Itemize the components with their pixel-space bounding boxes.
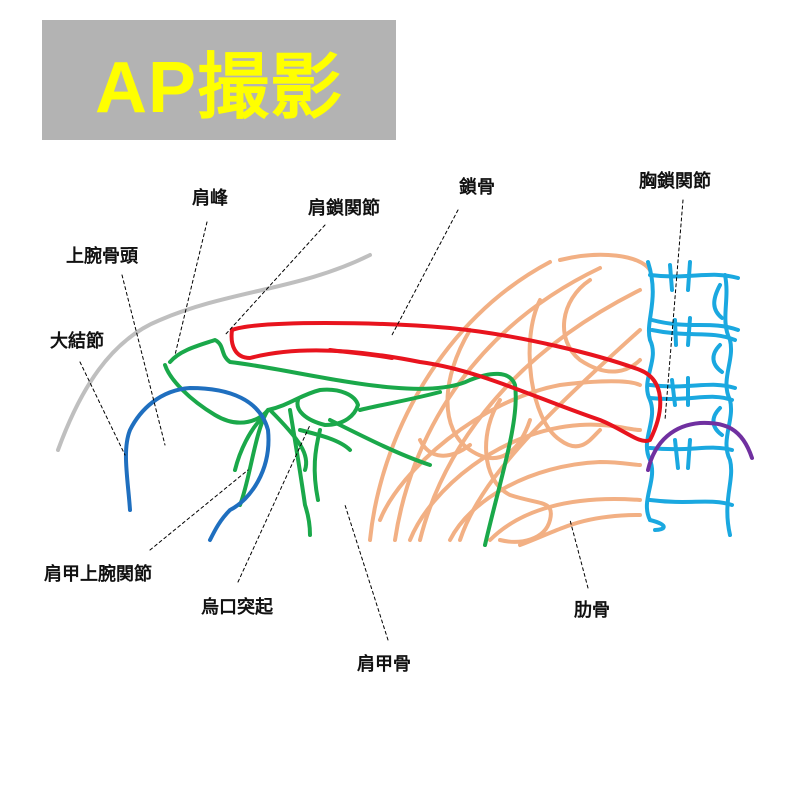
label-coracoid: 烏口突起	[201, 597, 273, 618]
label-acromion: 肩峰	[192, 188, 228, 209]
ribs	[368, 252, 652, 547]
sternoclavicular-joint	[646, 420, 754, 472]
label-ac-joint: 肩鎖関節	[308, 198, 380, 219]
label-clavicle: 鎖骨	[459, 177, 495, 198]
label-sc-joint: 胸鎖関節	[639, 171, 711, 192]
clavicle	[229, 321, 663, 443]
label-ribs: 肋骨	[574, 600, 610, 621]
label-glenohumeral-joint: 肩甲上腕関節	[44, 564, 152, 585]
spine	[644, 260, 740, 537]
title: AP撮影	[94, 47, 344, 128]
shoulder-outline	[56, 253, 372, 452]
label-humeral-head: 上腕骨頭	[66, 246, 138, 267]
label-greater-tubercle: 大結節	[50, 331, 104, 352]
label-scapula: 肩甲骨	[357, 654, 411, 675]
title-box: AP撮影	[42, 20, 396, 140]
leader-lines	[79, 199, 684, 641]
humerus	[123, 386, 271, 542]
scapula	[163, 338, 518, 547]
